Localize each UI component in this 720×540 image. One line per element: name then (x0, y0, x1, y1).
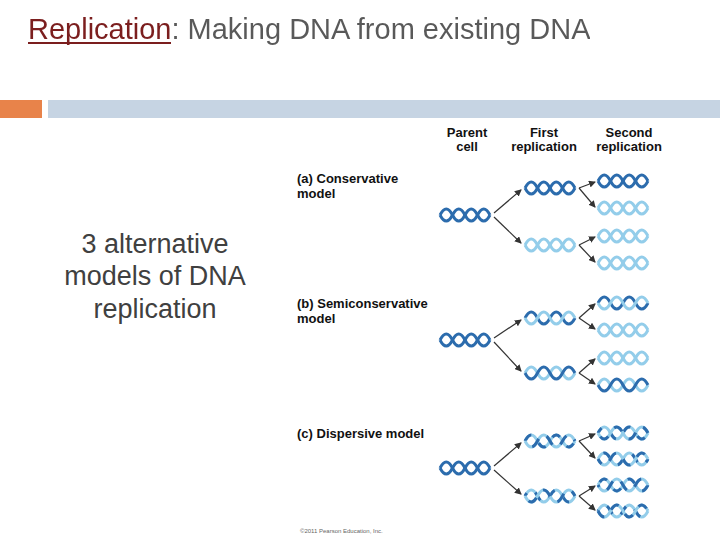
side-caption: 3 alternative models of DNA replication (35, 228, 275, 325)
side-caption-slot: 3 alternative models of DNA replication (35, 228, 275, 325)
title-underline (28, 42, 171, 44)
dna-helix (525, 182, 575, 194)
dna-helix (598, 230, 648, 242)
dna-helix (440, 209, 490, 221)
dna-helix (598, 352, 648, 364)
arrow-line (494, 320, 521, 338)
model-label: (c) Dispersive model (297, 427, 437, 442)
arrow-line (579, 304, 595, 318)
arrow-line (579, 188, 595, 207)
arrow-line (579, 182, 595, 188)
dna-helix (598, 427, 648, 439)
copyright-note-slot: ©2011 Pearson Education, Inc. (300, 528, 383, 534)
column-header-slot: Second replication (588, 126, 670, 155)
model-label-slot: (a) Conservative model (297, 172, 437, 202)
model-label-slot: (b) Semiconservative model (297, 297, 437, 327)
dna-helix (440, 334, 490, 346)
column-header: Second replication (588, 126, 670, 155)
dna-helix (525, 312, 575, 324)
dispersive-model-art (440, 427, 648, 517)
model-label: (b) Semiconservative model (297, 297, 437, 327)
copyright-note: ©2011 Pearson Education, Inc. (300, 528, 383, 534)
arrow-line (494, 470, 521, 494)
dna-helix (525, 367, 575, 379)
arrow-line (579, 318, 595, 329)
arrow-line (579, 359, 595, 373)
model-label-slot: (c) Dispersive model (297, 427, 437, 442)
arrow-line (579, 237, 595, 245)
header-bar (48, 100, 720, 118)
dna-helix (598, 479, 648, 491)
column-header: Parent cell (440, 126, 494, 155)
semiconservative-model-art (440, 297, 648, 391)
column-header-slot: Parent cell (440, 126, 494, 155)
column-header: First replication (504, 126, 584, 155)
arrow-line (579, 373, 595, 384)
arrow-line (494, 190, 521, 213)
arrow-line (494, 217, 521, 243)
dna-helix (525, 435, 575, 447)
model-label: (a) Conservative model (297, 172, 437, 202)
dna-helix (598, 202, 648, 214)
arrow-line (494, 443, 521, 466)
dna-helix (598, 257, 648, 269)
conservative-model-art (440, 175, 648, 269)
dna-helix (598, 453, 648, 465)
arrow-line (579, 486, 595, 496)
arrow-line (579, 434, 595, 441)
dna-helix (598, 297, 648, 309)
dna-helix (598, 324, 648, 336)
header-bar-accent (0, 100, 42, 118)
arrow-line (579, 496, 595, 510)
dna-helix (440, 462, 490, 474)
arrow-line (494, 342, 521, 371)
arrow-line (579, 441, 595, 458)
dna-helix (598, 175, 648, 187)
arrow-line (579, 245, 595, 262)
dna-helix (598, 379, 648, 391)
dna-helix (525, 490, 575, 502)
dna-helix (525, 239, 575, 251)
dna-helix (598, 505, 648, 517)
column-header-slot: First replication (504, 126, 584, 155)
